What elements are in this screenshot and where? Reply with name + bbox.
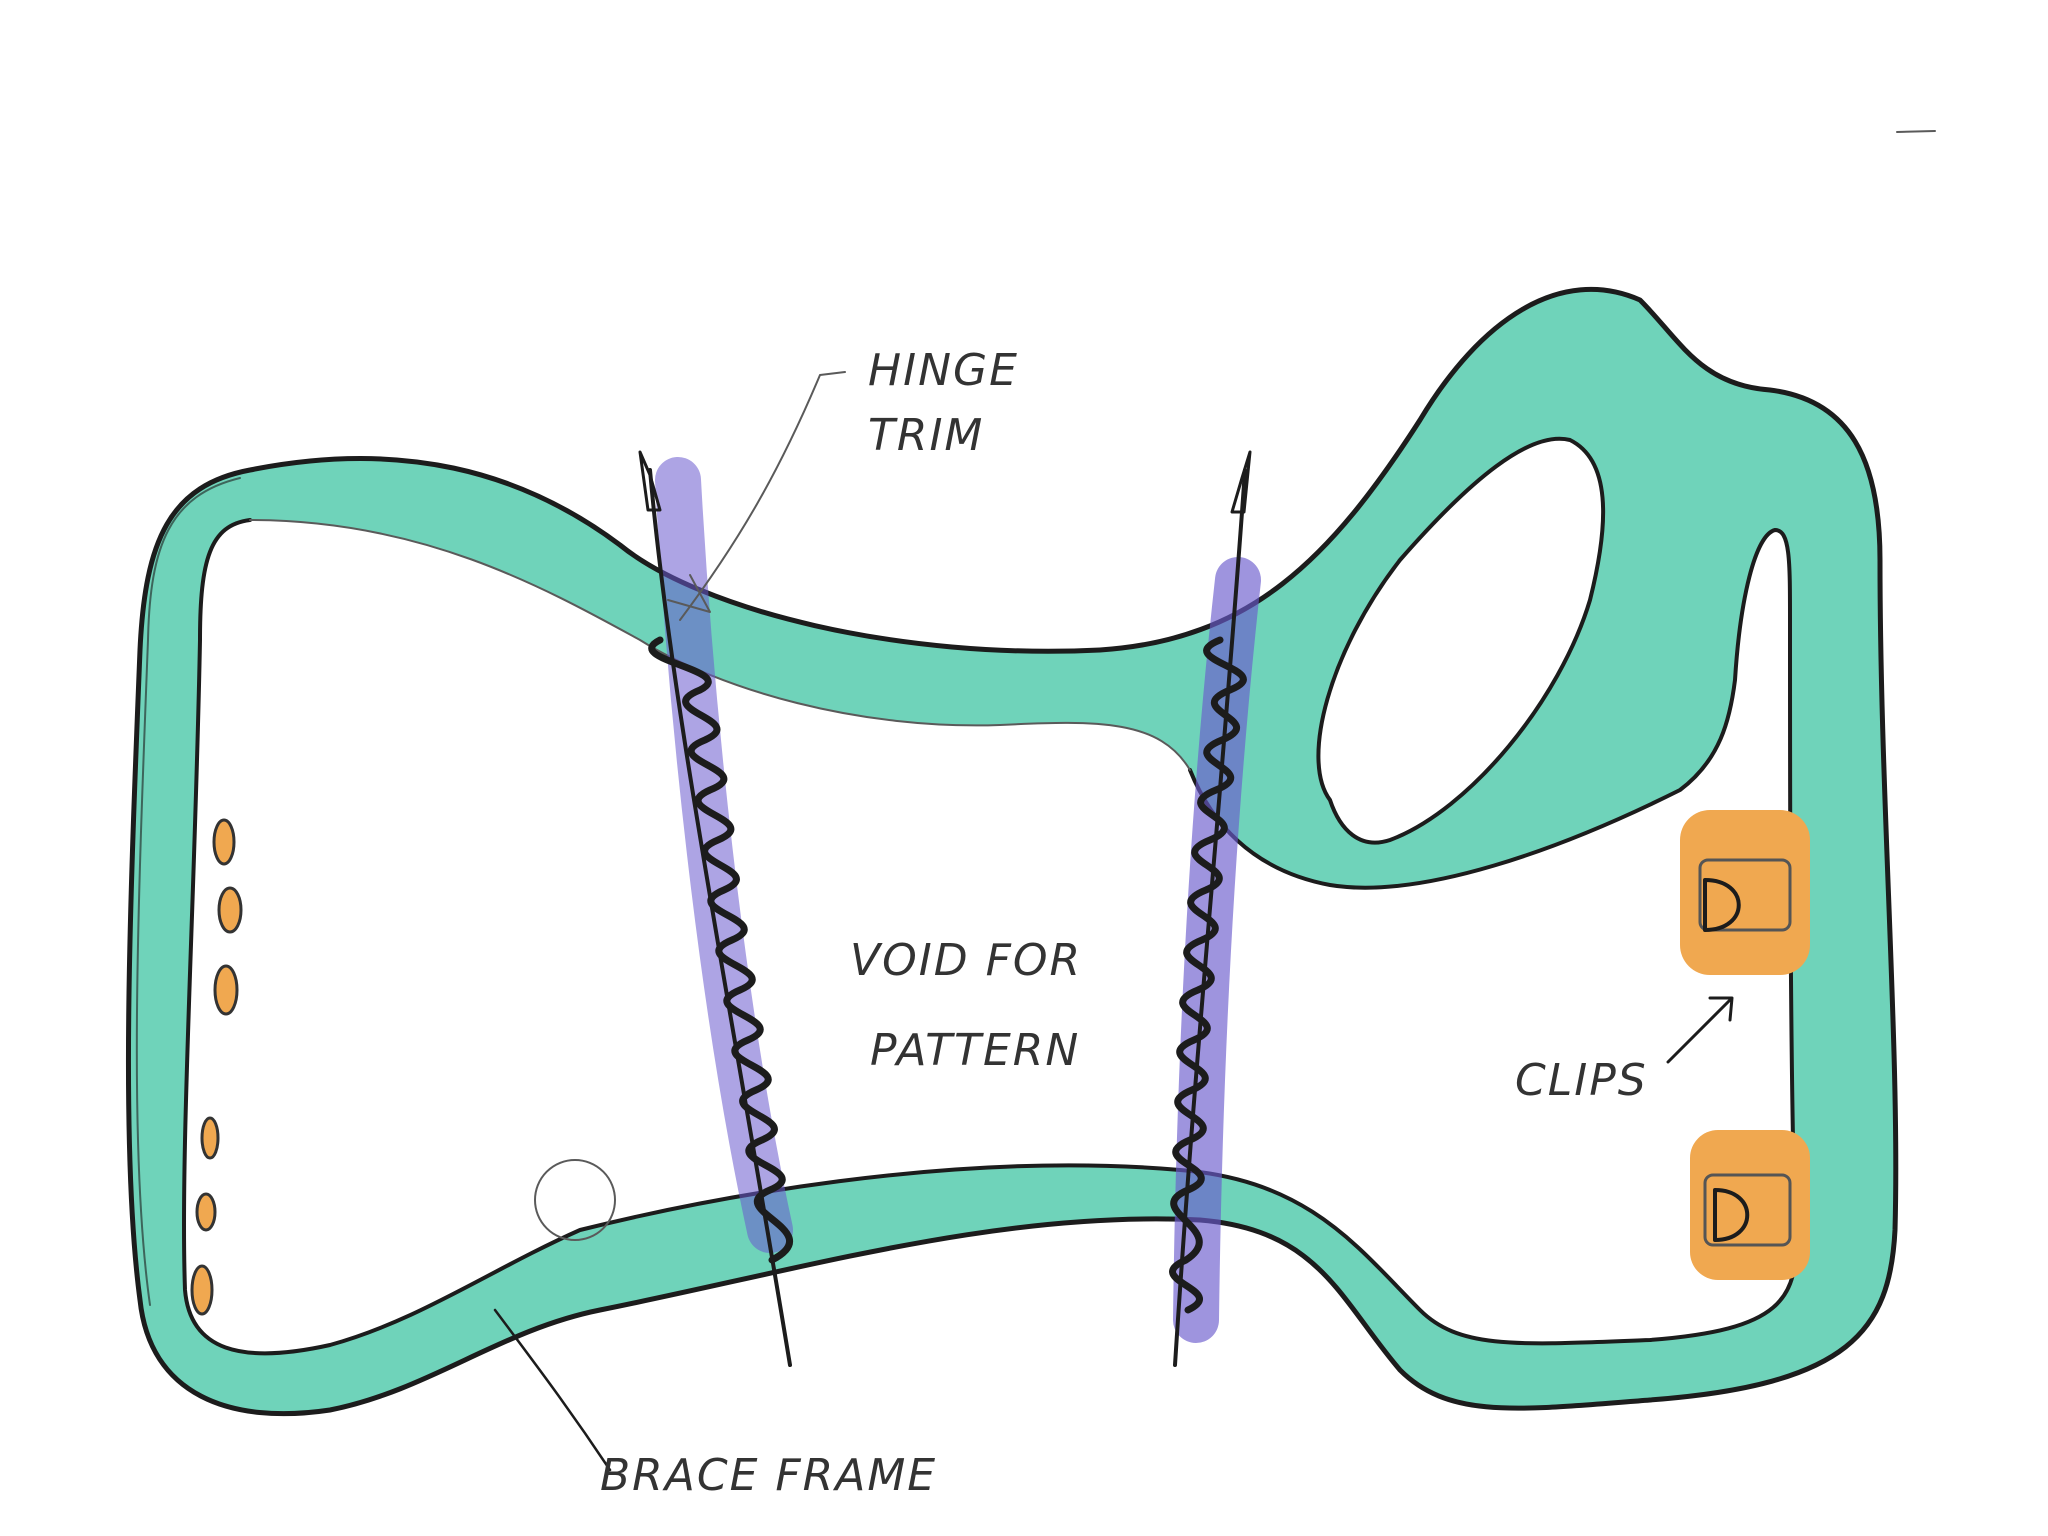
slot (212, 818, 236, 866)
brace-frame-leader (493, 1308, 612, 1472)
brace-frame-inner-pencil (249, 519, 1191, 771)
clip-icon (1690, 1130, 1810, 1280)
upper-cutout-outline (1316, 436, 1606, 845)
label-brace-frame: BRACE FRAME (600, 1450, 937, 1501)
coil-spring-icon (648, 636, 793, 1264)
label-hinge-trim-line2: TRIM (868, 410, 984, 461)
stray-mark (1896, 130, 1936, 133)
upper-cutout (1318, 438, 1604, 843)
clip-icon (1680, 810, 1810, 975)
coil-spring-icon (1169, 636, 1247, 1314)
clips (1680, 810, 1810, 1280)
slot (195, 1192, 217, 1232)
small-hole (534, 1159, 616, 1241)
slot (200, 1116, 220, 1160)
hinge-left (638, 450, 793, 1367)
hinge-pin-right (1173, 468, 1247, 1367)
hinge-trim-leader (679, 371, 846, 621)
slot (213, 964, 239, 1016)
left-slots (190, 818, 243, 1316)
hinge-right (1169, 450, 1261, 1367)
slot (217, 886, 243, 934)
label-hinge-trim: HINGE TRIM (868, 345, 1019, 461)
brace-frame-inner-outline (182, 518, 1798, 1356)
hinge-pin-right-tip (1230, 450, 1252, 514)
hinge-pin-left-tip (638, 450, 662, 512)
label-void-line2: PATTERN (870, 1025, 1080, 1076)
hinge-trim-arrow (667, 574, 711, 613)
label-void-for-pattern: VOID FOR PATTERN (850, 935, 1082, 1076)
brace-frame-outer-outline (125, 287, 1899, 1417)
label-hinge-trim-line1: HINGE (868, 345, 1019, 396)
brace-frame-outer-sketch (135, 477, 241, 1306)
clips-arrow (1666, 996, 1734, 1064)
label-void-line1: VOID FOR (850, 935, 1082, 986)
slot (190, 1264, 214, 1316)
brace-frame (125, 287, 1899, 1417)
label-clips: CLIPS (1515, 1055, 1648, 1106)
